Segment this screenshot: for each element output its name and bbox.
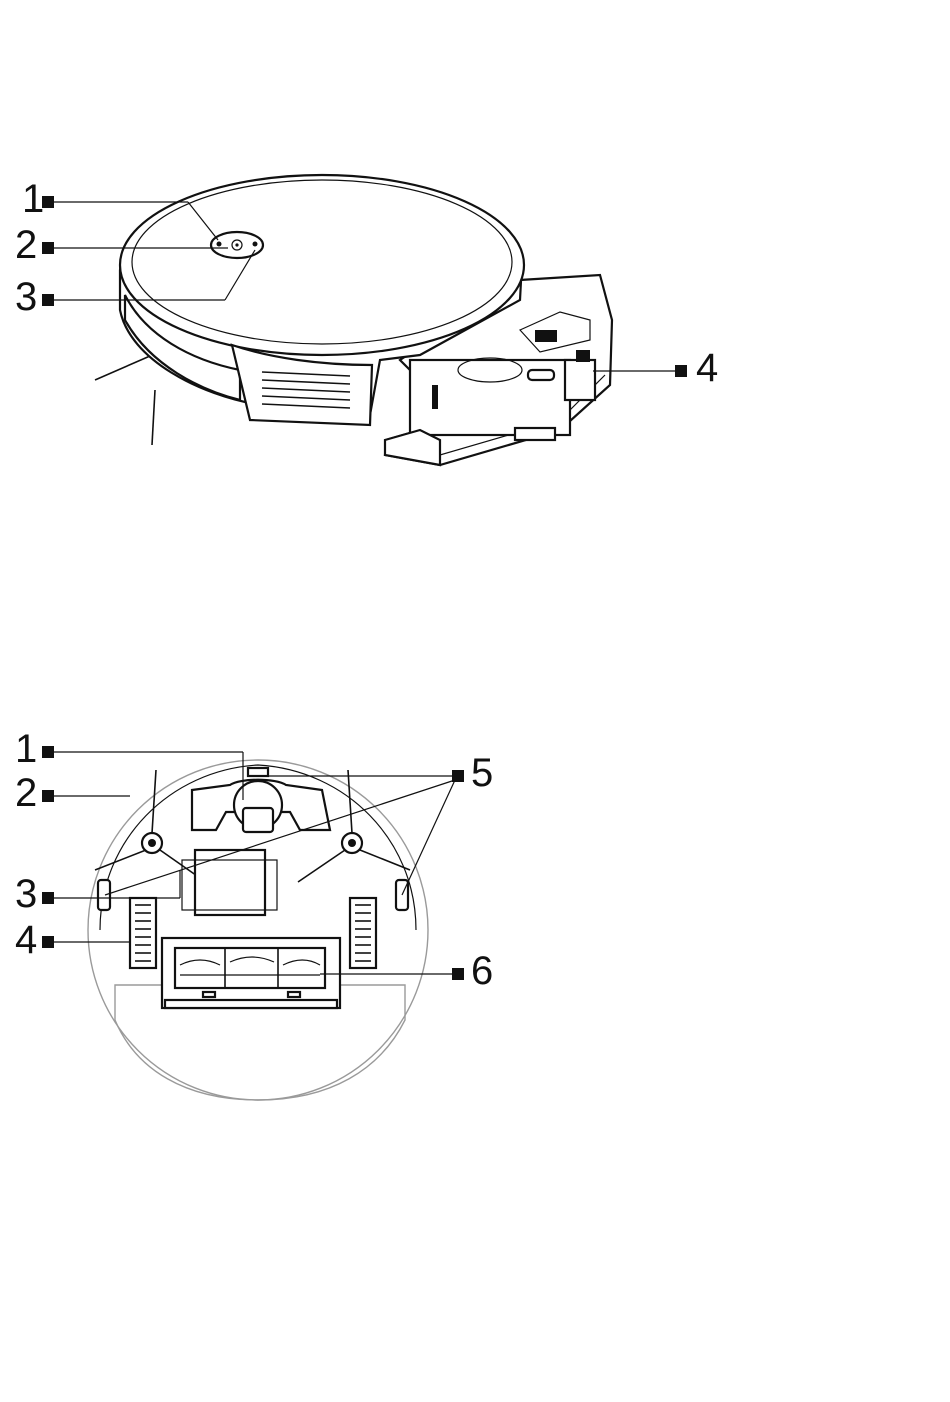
button-right-icon [253, 242, 258, 247]
cliff-sensor-left [98, 880, 110, 910]
drive-wheel-right [350, 898, 376, 968]
callout-bottom-4: 4 [15, 918, 37, 962]
callout-bottom-5: 5 [471, 751, 493, 795]
side-brush-front [152, 390, 155, 445]
callout-bottom-1: 1 [15, 727, 37, 771]
callout-top-4: 4 [696, 346, 718, 390]
callout-top-1: 1 [22, 177, 44, 221]
callout-bottom-3: 3 [15, 872, 37, 916]
robot-bottom-view [88, 760, 428, 1100]
robot-top-view [95, 175, 612, 465]
callout-top-3: 3 [15, 275, 37, 319]
callout-bottom-6: 6 [471, 949, 493, 993]
callout-bottom-2: 2 [15, 771, 37, 815]
drive-wheel-left [130, 898, 156, 968]
main-brush [162, 938, 340, 1008]
callout-top-2: 2 [15, 223, 37, 267]
leader-b5c [402, 780, 455, 895]
side-brush-left [95, 356, 150, 380]
button-left-icon [217, 242, 222, 247]
